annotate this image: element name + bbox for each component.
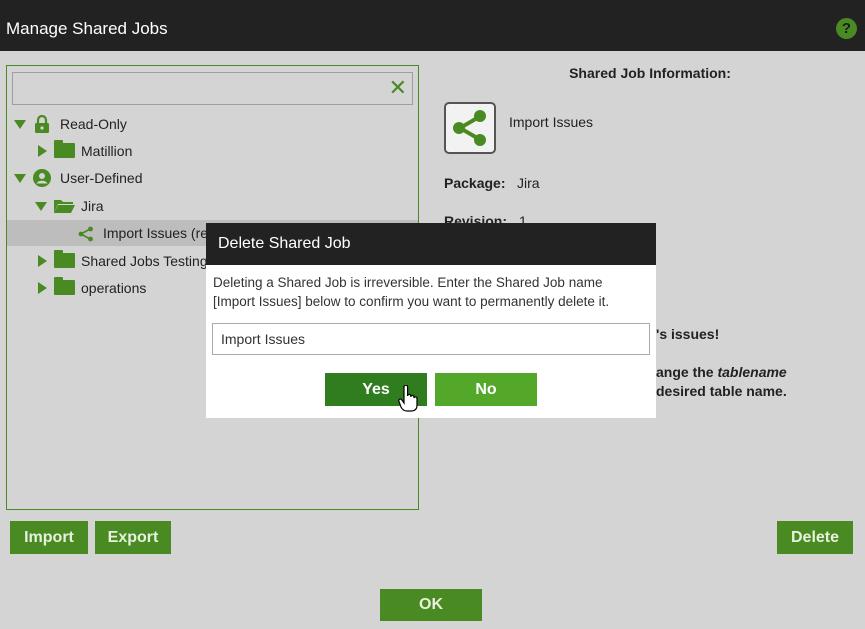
share-icon xyxy=(78,226,93,242)
title-bar: Manage Shared Jobs ? xyxy=(0,0,865,51)
hand-cursor-icon xyxy=(398,385,418,412)
package-value: Jira xyxy=(517,175,540,191)
help-icon[interactable]: ? xyxy=(836,18,857,39)
import-button[interactable]: Import xyxy=(10,521,88,554)
tree-label-read-only: Read-Only xyxy=(60,116,127,132)
tree-label-jira: Jira xyxy=(81,198,104,214)
delete-shared-job-dialog: Delete Shared Job Deleting a Shared Job … xyxy=(206,223,656,418)
tree-label-matillion: Matillion xyxy=(81,143,133,159)
expand-down-icon[interactable] xyxy=(14,174,26,183)
folder-icon xyxy=(54,140,75,158)
no-button[interactable]: No xyxy=(435,373,537,406)
tree-label-shared-jobs-testing: Shared Jobs Testing xyxy=(81,253,208,269)
folder-icon xyxy=(54,250,75,268)
tree-label-operations: operations xyxy=(81,280,147,296)
expand-right-icon[interactable] xyxy=(38,255,47,267)
export-button[interactable]: Export xyxy=(95,521,171,554)
expand-down-icon[interactable] xyxy=(14,120,26,129)
revision-value: 1 xyxy=(519,213,527,229)
shared-job-name: Import Issues xyxy=(509,114,594,130)
clear-filter-icon[interactable]: ✕ xyxy=(388,75,407,100)
ok-button[interactable]: OK xyxy=(380,589,482,621)
shared-job-icon-box xyxy=(444,102,496,154)
description-tablename: tablename xyxy=(717,364,787,380)
dialog-message: Deleting a Shared Job is irreversible. E… xyxy=(213,273,653,311)
tree-node-jira[interactable]: Jira xyxy=(7,193,418,219)
tree-node-read-only[interactable]: Read-Only xyxy=(7,111,418,137)
tree-node-user-defined[interactable]: User-Defined xyxy=(7,165,418,191)
share-icon xyxy=(453,110,486,146)
description-line-1: 's issues! xyxy=(656,326,720,342)
expand-down-icon[interactable] xyxy=(35,202,47,211)
folder-open-icon xyxy=(54,200,75,213)
description-line-2-prefix: ange the xyxy=(656,364,718,380)
filter-input[interactable]: ✕ xyxy=(12,72,413,105)
confirm-job-name-input[interactable] xyxy=(212,323,650,355)
tree-node-matillion[interactable]: Matillion xyxy=(7,138,418,164)
package-label: Package: xyxy=(444,175,506,191)
window-title: Manage Shared Jobs xyxy=(6,19,168,38)
tree-node-shared-jobs-testing[interactable]: Shared Jobs Testing xyxy=(7,248,418,274)
description-line-3: desired table name. xyxy=(656,383,787,399)
shared-job-info-heading: Shared Job Information: xyxy=(569,65,731,81)
dialog-message-line-1: Deleting a Shared Job is irreversible. E… xyxy=(213,275,603,290)
dialog-title: Delete Shared Job xyxy=(206,223,656,265)
expand-right-icon[interactable] xyxy=(38,145,47,157)
tree-node-operations[interactable]: operations xyxy=(7,275,418,301)
user-icon xyxy=(33,169,51,187)
lock-icon xyxy=(35,115,49,133)
expand-right-icon[interactable] xyxy=(38,282,47,294)
delete-button[interactable]: Delete xyxy=(777,521,853,554)
tree-label-import-issues: Import Issues (rev xyxy=(103,225,216,241)
tree-label-user-defined: User-Defined xyxy=(60,170,143,186)
folder-icon xyxy=(54,277,75,295)
description-line-2: ange the tablename xyxy=(656,364,787,380)
dialog-message-line-2: [Import Issues] below to confirm you wan… xyxy=(213,294,610,309)
